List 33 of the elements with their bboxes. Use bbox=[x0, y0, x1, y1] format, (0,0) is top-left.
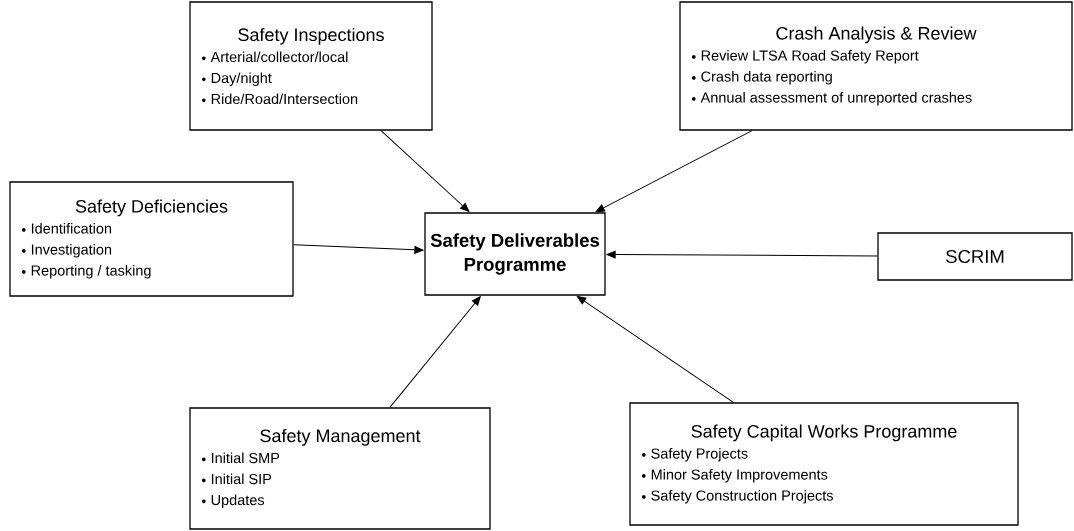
list-item: Identification bbox=[31, 223, 112, 234]
list-item: Annual assessment of unreported crashes bbox=[700, 92, 972, 106]
box-heading: Safety Inspections bbox=[238, 27, 384, 45]
box-heading: Safety Management bbox=[260, 429, 421, 446]
info-box bbox=[679, 1, 1073, 131]
box-heading: Safety Capital Works Programme bbox=[691, 424, 957, 442]
list-item: Ride/Road/Intersection bbox=[211, 93, 358, 105]
list-item: Arterial/collector/local bbox=[210, 51, 348, 63]
process-box: SCRIM bbox=[877, 232, 1073, 281]
list-item: Reporting / tasking bbox=[31, 265, 151, 279]
arrow bbox=[293, 244, 424, 254]
arrow bbox=[606, 250, 878, 259]
arrow bbox=[595, 130, 753, 213]
list-item: Investigation bbox=[31, 244, 112, 258]
info-box bbox=[189, 407, 491, 530]
arrow bbox=[389, 296, 481, 408]
list-item: Crash data reporting bbox=[701, 71, 832, 85]
info-box bbox=[9, 181, 294, 297]
list-item: Updates bbox=[211, 494, 265, 508]
list-item: Review LTSA Road Safety Report bbox=[701, 50, 919, 64]
box-heading: Crash Analysis & Review bbox=[776, 26, 977, 44]
hub-box: Safety Deliverables Programme bbox=[424, 212, 606, 296]
list-item: Minor Safety Improvements bbox=[651, 469, 828, 483]
list-item: Initial SIP bbox=[211, 473, 272, 485]
list-item: Day/night bbox=[211, 72, 272, 86]
box-heading: Safety Deficiencies bbox=[75, 199, 228, 217]
list-item: Safety Construction Projects bbox=[651, 490, 833, 504]
arrow bbox=[380, 130, 470, 212]
list-item: Safety Projects bbox=[651, 448, 748, 462]
info-box bbox=[189, 1, 433, 131]
list-item: Initial SMP bbox=[211, 452, 280, 464]
arrow bbox=[576, 295, 734, 403]
info-box bbox=[629, 402, 1019, 526]
